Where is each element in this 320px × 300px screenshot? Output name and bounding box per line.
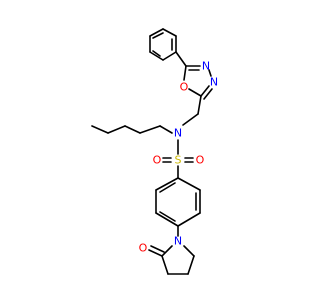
- methylene-bond-2: [182, 113, 199, 126]
- phenyl-ring: [149, 28, 177, 61]
- sulfonyl-oxygen-left-label: O: [153, 154, 162, 167]
- atom-labels: O N N N S O O N O: [139, 60, 218, 255]
- pentyl-chain: [91, 125, 173, 134]
- oxadiazole-ring: [183, 65, 213, 100]
- biaryl-bond: [175, 51, 187, 67]
- carbonyl-bond: [148, 245, 165, 257]
- lactam-nitrogen-label: N: [174, 235, 182, 248]
- sulfonyl-oxygen-right-label: O: [196, 154, 205, 167]
- structure-drawing: O N N N S O O N O: [91, 28, 218, 275]
- sulfur-label: S: [175, 154, 182, 167]
- sulfonyl-bonds: [162, 157, 194, 163]
- benzene-ring: [155, 177, 201, 227]
- oxadiazole-n3-label: N: [210, 76, 218, 89]
- molecule-diagram: O N N N S O O N O: [91, 28, 218, 275]
- carbonyl-oxygen-label: O: [139, 242, 148, 255]
- methylene-bond-1: [197, 95, 202, 115]
- amine-nitrogen-label: N: [174, 127, 182, 140]
- pyrrolidinone-ring: [161, 245, 195, 275]
- oxadiazole-oxygen-label: O: [180, 81, 189, 94]
- oxadiazole-n4-label: N: [202, 60, 210, 73]
